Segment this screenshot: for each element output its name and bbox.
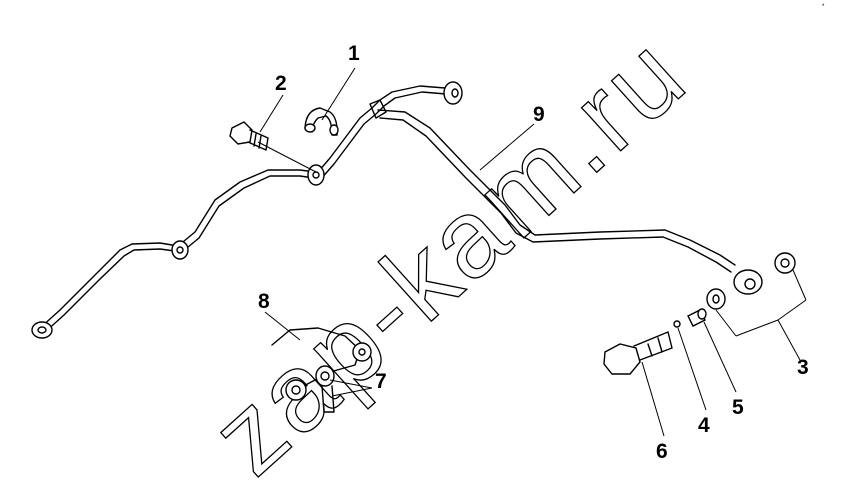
washers: [706, 252, 796, 310]
bracket: [304, 107, 339, 136]
sleeve: [687, 308, 707, 327]
label-part-7: 7: [375, 370, 387, 393]
leader-lines: [257, 67, 807, 437]
ball: [673, 320, 681, 328]
label-part-8: 8: [258, 290, 270, 313]
fuel-pipe-right: [369, 99, 763, 295]
banjo-bolt: [603, 331, 673, 375]
label-part-9: 9: [533, 103, 545, 126]
corner-mark: *: [822, 4, 825, 10]
bracket-assembly-lower: [271, 327, 372, 413]
label-part-2: 2: [275, 72, 287, 95]
fuel-pipe-left: [31, 169, 316, 339]
bolt-small: [229, 121, 269, 151]
label-part-6: 6: [656, 440, 668, 463]
label-part-5: 5: [732, 396, 744, 419]
label-part-3: 3: [797, 356, 809, 379]
label-part-1: 1: [348, 42, 360, 65]
label-part-4: 4: [698, 414, 710, 437]
